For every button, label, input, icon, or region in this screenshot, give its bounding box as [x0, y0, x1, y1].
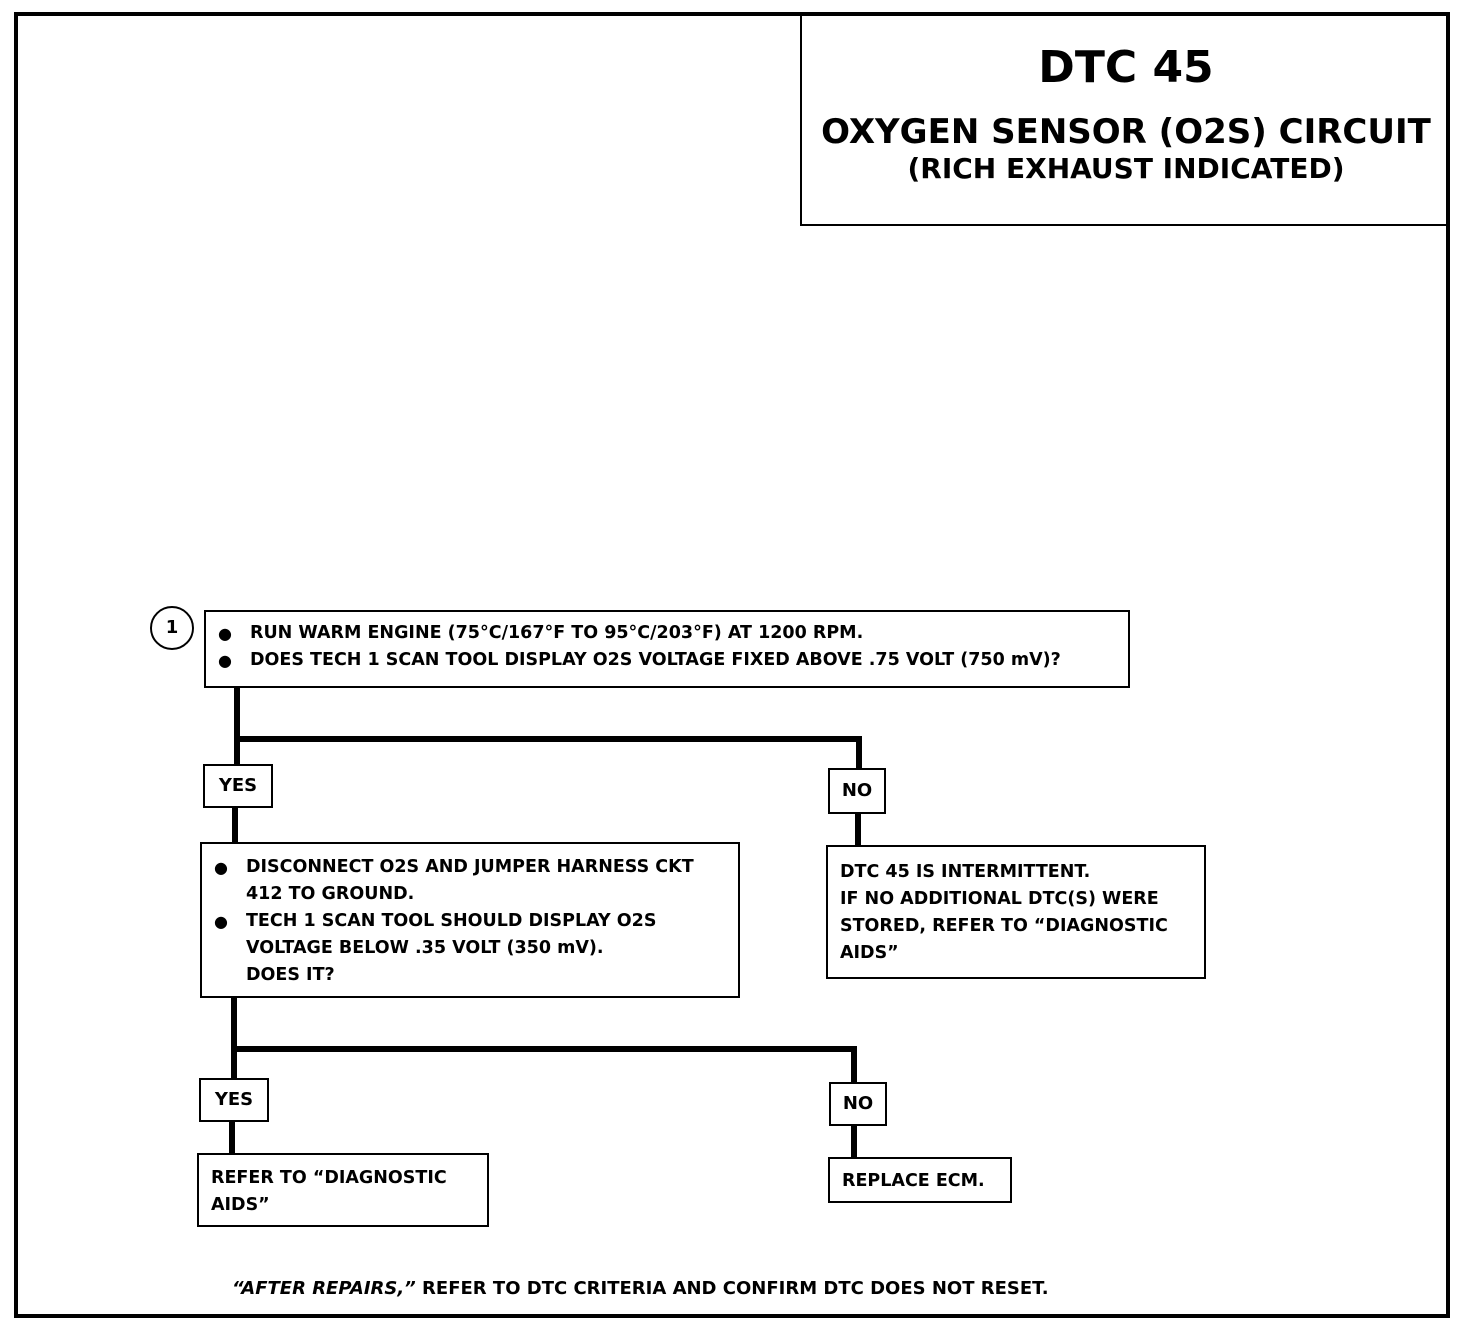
dtc-code: DTC 45 — [1038, 42, 1214, 93]
replace-ecm-text: REPLACE ECM. — [842, 1171, 985, 1191]
wire-yes2-to-aids — [229, 1120, 235, 1156]
footer-note: “AFTER REPAIRS,” REFER TO DTC CRITERIA A… — [232, 1278, 1049, 1299]
step2-bullet-2: ● TECH 1 SCAN TOOL SHOULD DISPLAY O2S VO… — [202, 908, 738, 989]
wire-yes1-to-step2 — [232, 806, 238, 844]
diagnostic-aids-line-1: REFER TO “DIAGNOSTIC — [211, 1168, 447, 1188]
step1-bullet-2-text: DOES TECH 1 SCAN TOOL DISPLAY O2S VOLTAG… — [250, 650, 1061, 670]
step2-bullet-1: ● DISCONNECT O2S AND JUMPER HARNESS CKT … — [202, 854, 738, 908]
step1-bullet-1-text: RUN WARM ENGINE (75°C/167°F TO 95°C/203°… — [250, 623, 864, 643]
step1-no-label: NO — [828, 768, 886, 814]
step2-no-label: NO — [829, 1082, 887, 1126]
wire-step2-horizontal — [231, 1046, 857, 1052]
diagnostic-aids-box: REFER TO “DIAGNOSTIC AIDS” — [197, 1153, 489, 1227]
bullet-icon: ● — [218, 651, 232, 670]
wire-step2-down — [231, 996, 237, 1078]
step2-bullet-2-line-3: DOES IT? — [246, 965, 335, 985]
step2-box: ● DISCONNECT O2S AND JUMPER HARNESS CKT … — [200, 842, 740, 998]
step2-yes-label: YES — [199, 1078, 269, 1122]
wire-step1-horizontal — [234, 736, 862, 742]
wire-no1-to-intermittent — [855, 812, 861, 848]
bullet-icon: ● — [214, 912, 228, 931]
diagram-frame — [14, 12, 1450, 1318]
intermittent-line-3: STORED, REFER TO “DIAGNOSTIC — [840, 916, 1168, 936]
intermittent-line-2: IF NO ADDITIONAL DTC(S) WERE — [840, 889, 1159, 909]
step2-bullet-2-line-2: VOLTAGE BELOW .35 VOLT (350 mV). — [246, 938, 604, 958]
intermittent-line-4: AIDS” — [840, 943, 899, 963]
bullet-icon: ● — [214, 858, 228, 877]
step1-bullet-1: ● RUN WARM ENGINE (75°C/167°F TO 95°C/20… — [206, 620, 1128, 647]
step2-bullet-1-line-1: DISCONNECT O2S AND JUMPER HARNESS CKT — [246, 857, 694, 877]
step1-yes-label: YES — [203, 764, 273, 808]
wire-no2-to-replace — [851, 1124, 857, 1160]
footer-italic: “AFTER REPAIRS,” — [232, 1278, 416, 1299]
wire-step2-no-drop — [851, 1046, 857, 1082]
wire-step1-no-drop — [856, 736, 862, 768]
step1-bullet-2: ● DOES TECH 1 SCAN TOOL DISPLAY O2S VOLT… — [206, 647, 1128, 674]
step2-bullet-1-line-2: 412 TO GROUND. — [246, 884, 415, 904]
wire-step1-down — [234, 686, 240, 766]
footer-text: REFER TO DTC CRITERIA AND CONFIRM DTC DO… — [415, 1278, 1049, 1299]
replace-ecm-box: REPLACE ECM. — [828, 1157, 1012, 1203]
title-line-2: (RICH EXHAUST INDICATED) — [907, 152, 1345, 185]
title-box: DTC 45 OXYGEN SENSOR (O2S) CIRCUIT (RICH… — [800, 12, 1450, 226]
step-number-1: 1 — [150, 606, 194, 650]
step1-box: ● RUN WARM ENGINE (75°C/167°F TO 95°C/20… — [204, 610, 1130, 688]
bullet-icon: ● — [218, 624, 232, 643]
intermittent-line-1: DTC 45 IS INTERMITTENT. — [840, 862, 1091, 882]
intermittent-box: DTC 45 IS INTERMITTENT. IF NO ADDITIONAL… — [826, 845, 1206, 979]
step2-bullet-2-line-1: TECH 1 SCAN TOOL SHOULD DISPLAY O2S — [246, 911, 657, 931]
diagnostic-aids-line-2: AIDS” — [211, 1195, 270, 1215]
title-line-1: OXYGEN SENSOR (O2S) CIRCUIT — [821, 112, 1431, 152]
